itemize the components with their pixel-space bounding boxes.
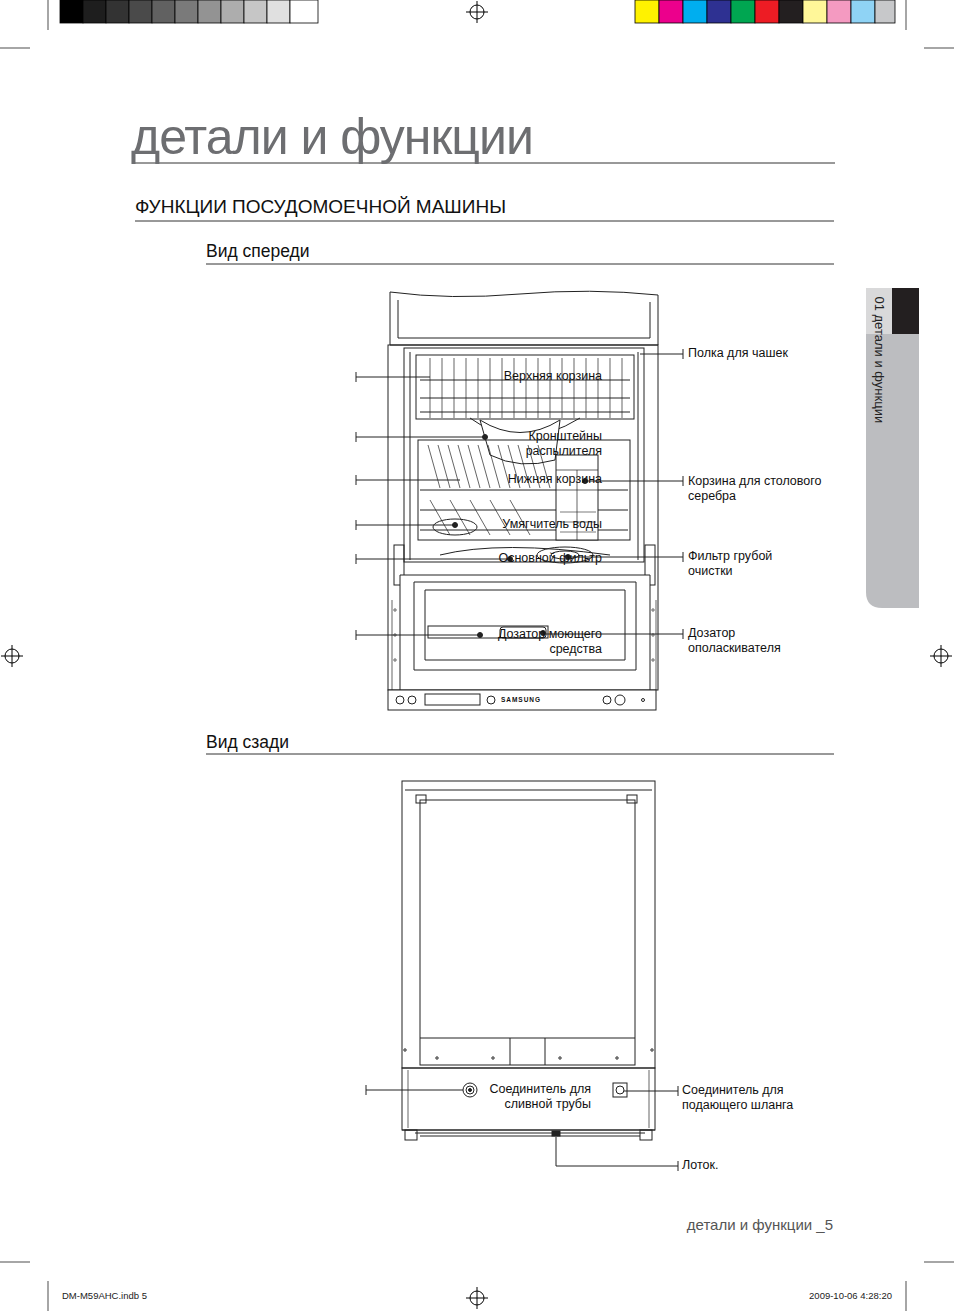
- print-info: DM-M59AHC.indb 5: [62, 1290, 147, 1301]
- brand-logo: SAMSUNG: [501, 696, 541, 704]
- part-label: Умягчитель воды: [502, 517, 602, 532]
- part-label: Соединитель для подающего шланга: [682, 1083, 822, 1113]
- part-label: Корзина для столового серебра: [688, 474, 823, 504]
- page-footer: детали и функции _5: [687, 1216, 833, 1234]
- print-info: 2009-10-06 4:28:20: [809, 1290, 892, 1301]
- part-label: Дозатор ополаскивателя: [688, 626, 808, 656]
- view-heading: Вид сзади: [206, 732, 289, 753]
- part-label: Основной фильтр: [498, 551, 602, 566]
- part-label: Нижняя корзина: [508, 472, 602, 487]
- part-label: Фильтр грубой очистки: [688, 549, 798, 579]
- page-title: детали и функции: [131, 112, 533, 162]
- part-label: Соединитель для сливной трубы: [466, 1082, 591, 1112]
- part-label: Верхняя корзина: [504, 369, 602, 384]
- part-label: Лоток.: [682, 1158, 718, 1173]
- part-label: Полка для чашек: [688, 346, 788, 361]
- view-heading: Вид спереди: [206, 241, 310, 262]
- section-heading: ФУНКЦИИ ПОСУДОМОЕЧНОЙ МАШИНЫ: [135, 196, 506, 219]
- part-label: Кронштейны распылителя: [492, 429, 602, 459]
- part-label: Дозатор моющего средства: [472, 627, 602, 657]
- side-tab-label: 01 детали и функции: [871, 296, 887, 423]
